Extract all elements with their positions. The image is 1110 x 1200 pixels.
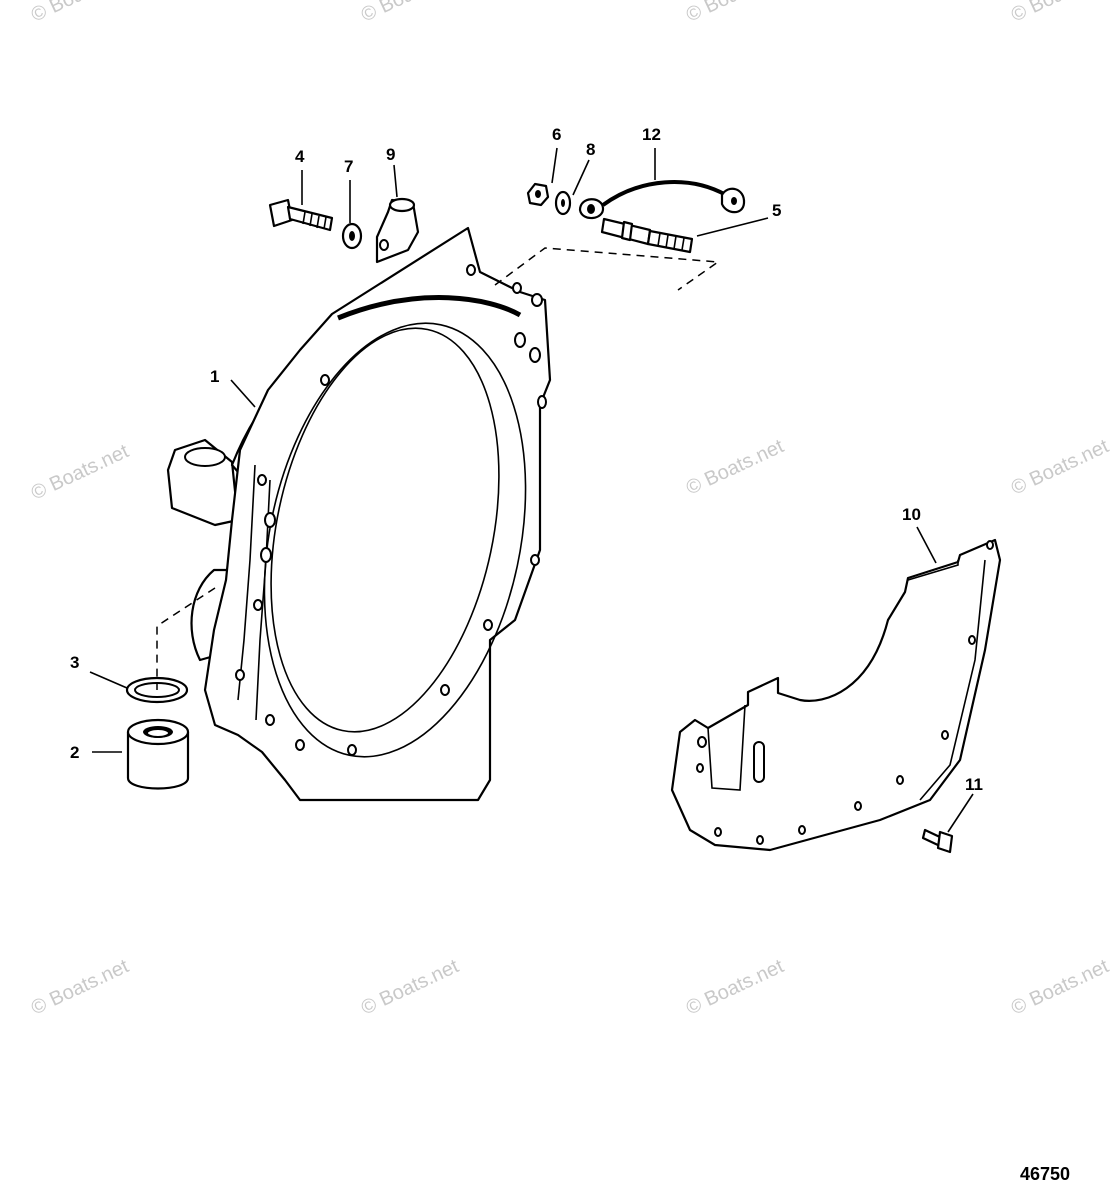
callout-9: 9 xyxy=(386,145,395,164)
clip xyxy=(375,197,420,264)
callouts: 1 2 3 4 5 6 7 8 9 10 11 12 xyxy=(70,125,983,794)
ground-cable xyxy=(578,180,746,220)
callout-10: 10 xyxy=(902,505,921,524)
callout-7: 7 xyxy=(344,157,353,176)
callout-3: 3 xyxy=(70,653,79,672)
small-bolt xyxy=(921,828,954,854)
watermark: © Boats.net xyxy=(683,435,788,499)
callout-6: 6 xyxy=(552,125,561,144)
bolt xyxy=(268,198,334,232)
watermark: © Boats.net xyxy=(683,0,788,27)
watermark: © Boats.net xyxy=(28,955,133,1019)
cover-plate-holes xyxy=(696,540,994,845)
flywheel-housing xyxy=(166,226,552,802)
watermark: © Boats.net xyxy=(683,955,788,1019)
watermark: © Boats.net xyxy=(28,440,133,504)
watermark: © Boats.net xyxy=(1008,955,1110,1019)
callout-4: 4 xyxy=(295,147,305,166)
callout-1: 1 xyxy=(210,367,219,386)
figure-number: 46750 xyxy=(1020,1164,1070,1184)
leader-lines xyxy=(89,147,974,833)
housing-bolt-holes xyxy=(235,264,547,756)
callout-12: 12 xyxy=(642,125,661,144)
washer xyxy=(554,190,572,216)
bushing xyxy=(126,718,190,790)
stud xyxy=(600,217,694,254)
watermark: © Boats.net xyxy=(358,0,463,27)
alignment-lines xyxy=(156,247,721,690)
lock-washer xyxy=(341,222,363,250)
watermark: © Boats.net xyxy=(1008,0,1110,27)
watermark: © Boats.net xyxy=(1008,435,1110,499)
watermark: © Boats.net xyxy=(358,955,463,1019)
watermark: © Boats.net xyxy=(28,0,133,27)
callout-11: 11 xyxy=(965,775,983,794)
flywheel-cover-plate xyxy=(670,538,1002,852)
callout-8: 8 xyxy=(586,140,595,159)
nut xyxy=(526,182,550,207)
callout-2: 2 xyxy=(70,743,79,762)
callout-5: 5 xyxy=(772,201,781,220)
